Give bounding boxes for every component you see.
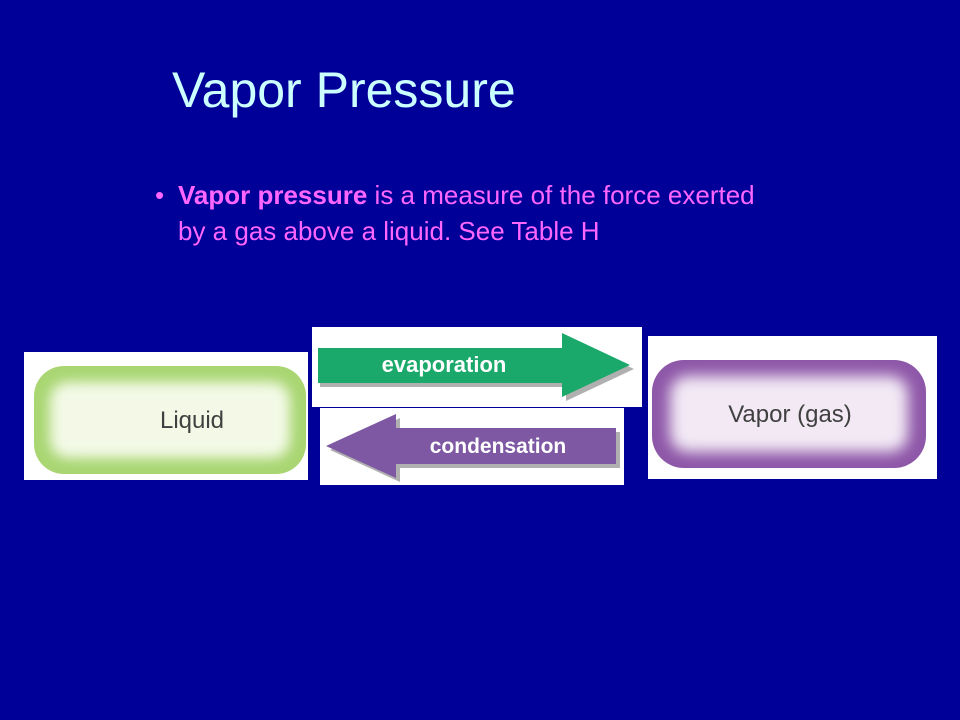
evaporation-panel: evaporation bbox=[312, 327, 642, 407]
condensation-arrow: condensation bbox=[326, 414, 620, 482]
slide-title: Vapor Pressure bbox=[172, 62, 516, 118]
bullet-text: Vapor pressure is a measure of the force… bbox=[178, 177, 915, 249]
vapor-box: Vapor (gas) bbox=[652, 360, 926, 468]
liquid-box: Liquid bbox=[34, 366, 306, 474]
liquid-box-fill bbox=[50, 382, 290, 458]
condensation-arrow-shape bbox=[326, 414, 616, 478]
vapor-box-fill bbox=[670, 376, 908, 452]
evaporation-arrow-shape bbox=[318, 333, 630, 397]
evaporation-arrow: evaporation bbox=[318, 333, 634, 401]
bullet-point: • Vapor pressure is a measure of the for… bbox=[155, 177, 915, 249]
liquid-label: Liquid bbox=[160, 407, 224, 434]
vapor-label: Vapor (gas) bbox=[728, 401, 852, 428]
liquid-panel: Liquid bbox=[24, 352, 308, 480]
condensation-label: condensation bbox=[430, 435, 567, 458]
bullet-marker: • bbox=[155, 180, 165, 210]
bullet-term: Vapor pressure bbox=[178, 180, 368, 210]
vapor-panel: Vapor (gas) bbox=[648, 336, 937, 479]
evaporation-label: evaporation bbox=[382, 352, 507, 377]
condensation-panel: condensation bbox=[320, 408, 624, 485]
bullet-line2: by a gas above a liquid. See Table H bbox=[178, 216, 600, 246]
bullet-line1-rest: is a measure of the force exerted bbox=[367, 180, 755, 210]
